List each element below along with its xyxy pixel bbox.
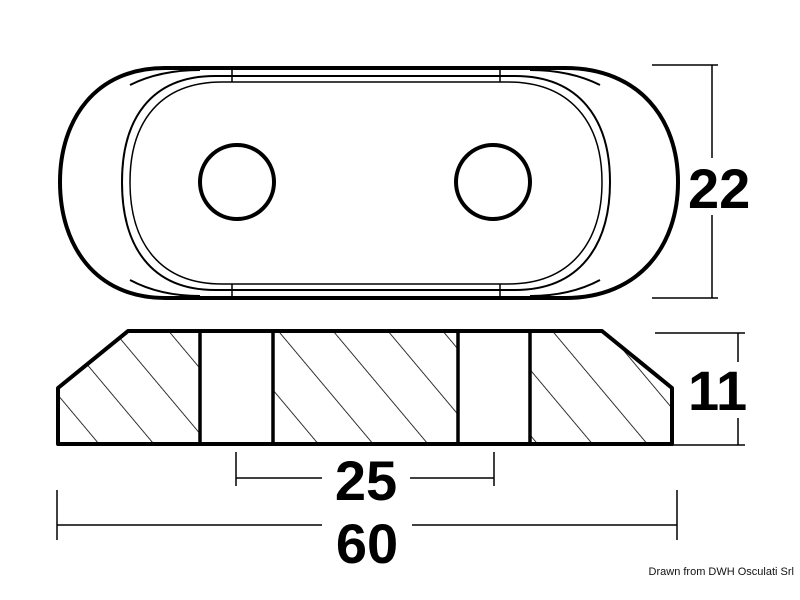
- dimension-label-height: 22: [688, 157, 750, 220]
- dimension-label-length: 60: [336, 512, 398, 575]
- top-view: [57, 66, 681, 300]
- outer-outline: [57, 66, 681, 300]
- edge-curve: [529, 279, 601, 297]
- inner-outline: [120, 75, 612, 291]
- dimension-label-thickness: 11: [688, 359, 747, 422]
- edge-curve: [129, 279, 201, 297]
- section-view: [56, 329, 674, 446]
- section-hatch-right: [530, 331, 672, 444]
- section-hatch-middle: [273, 331, 458, 444]
- credit-text: Drawn from DWH Osculati Srl: [648, 566, 794, 578]
- dimension-25: [235, 452, 495, 486]
- dimension-60: [56, 490, 678, 540]
- inner-offset: [129, 81, 603, 285]
- dimension-22: [652, 64, 718, 299]
- dimension-11: [655, 332, 745, 446]
- edge-curve: [129, 69, 201, 86]
- edge-curve: [529, 69, 601, 86]
- section-hatch-left: [58, 331, 200, 444]
- section-outline: [56, 329, 674, 446]
- mounting-hole-right: [454, 143, 532, 221]
- dimension-label-hole-spacing: 25: [335, 449, 397, 512]
- mounting-hole-left: [198, 143, 276, 221]
